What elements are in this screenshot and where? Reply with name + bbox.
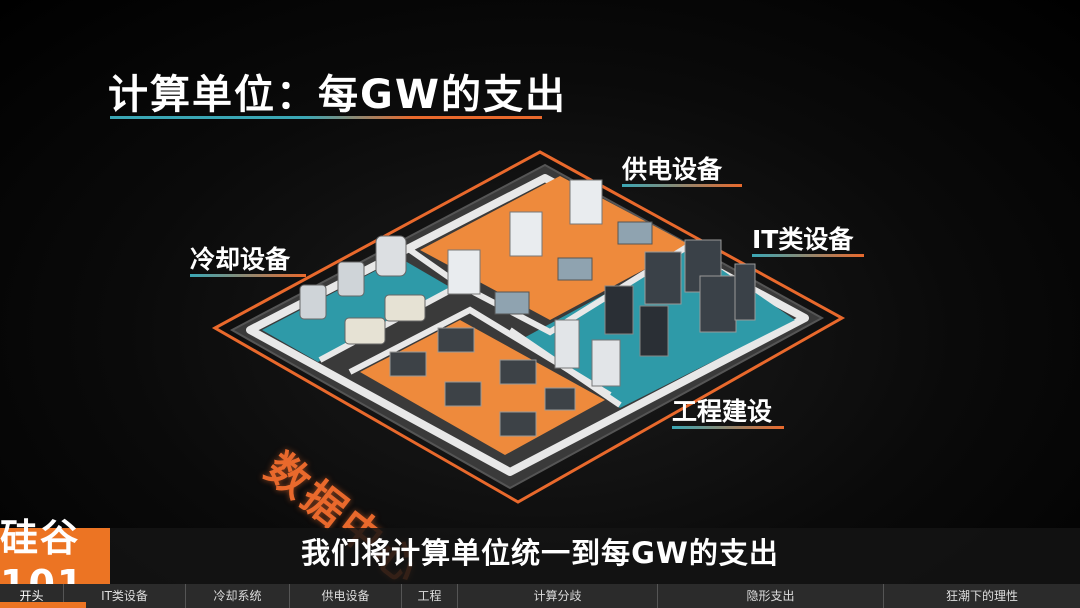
- outer-wall: [246, 174, 809, 476]
- callout-cooling-underline: [190, 274, 306, 277]
- subtitle-caption: 我们将计算单位统一到每GW的支出: [301, 536, 779, 570]
- cooling-room-floor: [262, 258, 455, 362]
- callout-power: 供电设备: [622, 150, 742, 187]
- callout-construction-label: 工程建设: [672, 397, 773, 426]
- chapter-power[interactable]: 供电设备: [290, 584, 402, 608]
- callout-it-label: IT类设备: [752, 225, 854, 254]
- power-cabinets: [447, 179, 653, 315]
- datacenter-outline: [211, 150, 846, 504]
- chapter-rationality[interactable]: 狂潮下的理性: [945, 589, 1018, 603]
- callout-construction: 工程建设: [672, 392, 784, 429]
- callout-construction-underline: [672, 426, 784, 429]
- playback-progress[interactable]: [0, 602, 86, 608]
- callout-cooling: 冷却设备: [190, 240, 306, 277]
- slide-title: 计算单位：每GW的支出: [108, 72, 567, 118]
- inner-wall-power: [458, 242, 692, 336]
- callout-it: IT类设备: [752, 220, 864, 257]
- chapter-bar: 开头 IT类设备 冷却系统 供电设备 工程 计算分歧 隐形支出 狂潮下的理性: [0, 584, 1080, 608]
- power-room-floor: [420, 176, 690, 320]
- callout-it-underline: [752, 254, 864, 257]
- chapter-cooling[interactable]: 冷却系统: [186, 584, 290, 608]
- chapter-engineering[interactable]: 工程: [402, 584, 458, 608]
- callout-power-underline: [622, 184, 742, 187]
- chapter-hidden-costs[interactable]: 隐形支出: [658, 584, 884, 608]
- subtitle-background: [110, 528, 1080, 584]
- it-racks: [554, 239, 756, 387]
- generators: [389, 327, 576, 437]
- callout-power-label: 供电设备: [622, 155, 723, 184]
- chapter-opening[interactable]: 开头: [0, 584, 64, 608]
- chapter-it-equipment[interactable]: IT类设备: [64, 584, 186, 608]
- cooling-units: [299, 235, 426, 345]
- chapter-calculation[interactable]: 计算分歧: [458, 584, 658, 608]
- title-underline: [110, 116, 542, 119]
- callout-cooling-label: 冷却设备: [190, 245, 291, 274]
